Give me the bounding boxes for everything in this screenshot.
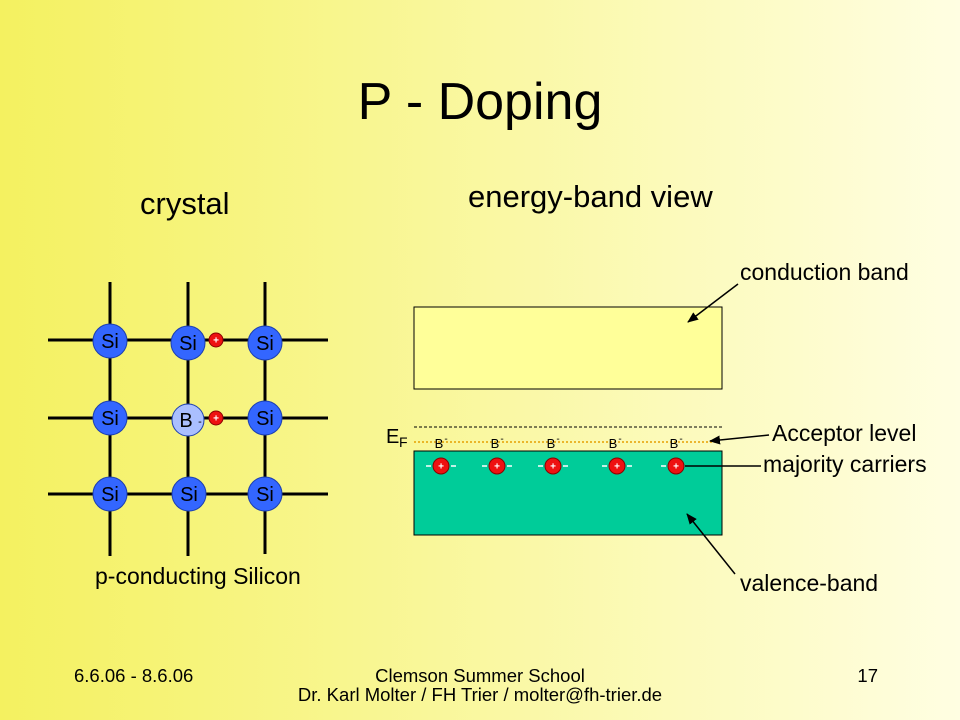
- band-view-heading: energy-band view: [468, 179, 713, 214]
- atom-circle: [247, 400, 283, 436]
- atom-label: Si: [101, 484, 119, 506]
- hole-sign: +: [438, 462, 444, 473]
- majority-carrier-holes: + + + + +: [426, 457, 685, 475]
- hole: +: [208, 332, 224, 348]
- hole-circle: [544, 457, 562, 475]
- acceptor-symbol: B: [670, 436, 679, 451]
- hole: +: [426, 457, 456, 475]
- atom-circle: [171, 403, 205, 437]
- silicon-atom: Si: [247, 400, 283, 436]
- atom-circle: [92, 400, 128, 436]
- hole-circle: [488, 457, 506, 475]
- atom-circle: [170, 325, 206, 361]
- hole-circle: [208, 332, 224, 348]
- atom-label: Si: [256, 408, 274, 430]
- valence-band-arrow: [686, 513, 736, 575]
- silicon-atom: Si: [92, 323, 128, 359]
- majority-carriers-label: majority carriers: [763, 451, 927, 477]
- atom-circle: [247, 325, 283, 361]
- conduction-band-arrow: [687, 283, 739, 323]
- hole-circle: [208, 410, 224, 426]
- silicon-atom: Si: [170, 325, 206, 361]
- crystal-atoms: Si Si Si Si B - Si Si S: [92, 323, 283, 512]
- fermi-symbol: E: [386, 426, 399, 448]
- hole: +: [538, 457, 568, 475]
- acceptor-charge: -: [618, 434, 621, 445]
- acceptor-charge: -: [500, 434, 503, 445]
- fermi-level-label: E F: [386, 426, 408, 450]
- slide-title: P - Doping: [358, 73, 603, 131]
- acceptor-symbol: B: [609, 436, 618, 451]
- hole-sign: +: [673, 462, 679, 473]
- atom-label: Si: [180, 484, 198, 506]
- fermi-subscript: F: [399, 434, 408, 450]
- hole: +: [482, 457, 512, 475]
- atom-label: Si: [256, 484, 274, 506]
- acceptor-atom: B -: [435, 434, 448, 451]
- silicon-atom: Si: [247, 325, 283, 361]
- atom-circle: [247, 476, 283, 512]
- atom-circle: [92, 323, 128, 359]
- dopant-charge-sign: -: [198, 416, 202, 428]
- conduction-band-label: conduction band: [740, 259, 909, 285]
- boron-atom: B -: [171, 403, 205, 437]
- hole: +: [661, 457, 685, 475]
- conduction-band-rect: [413, 306, 723, 390]
- hole-circle: [432, 457, 450, 475]
- atom-circle: [171, 476, 207, 512]
- silicon-atom: Si: [171, 476, 207, 512]
- atom-label: Si: [101, 408, 119, 430]
- acceptor-charge: -: [556, 434, 559, 445]
- atom-label: Si: [179, 333, 197, 355]
- hole-sign: +: [213, 336, 219, 347]
- footer-date: 6.6.06 - 8.6.06: [74, 665, 193, 686]
- hole-sign: +: [213, 414, 219, 425]
- acceptor-atoms: B - B - B - B - B -: [435, 434, 683, 451]
- acceptor-symbol: B: [547, 436, 556, 451]
- silicon-atom: Si: [92, 476, 128, 512]
- acceptor-atom: B -: [547, 434, 560, 451]
- slide-footer: 6.6.06 - 8.6.06 Clemson Summer School Dr…: [74, 665, 878, 705]
- atom-label: Si: [101, 331, 119, 353]
- crystal-caption: p-conducting Silicon: [95, 563, 301, 589]
- silicon-atom: Si: [92, 400, 128, 436]
- acceptor-level-arrow: [709, 434, 770, 445]
- footer-author: Dr. Karl Molter / FH Trier / molter@fh-t…: [298, 684, 662, 705]
- valence-band-label: valence-band: [740, 570, 878, 596]
- hole-circle: [667, 457, 685, 475]
- footer-page-number: 17: [857, 665, 878, 686]
- footer-event: Clemson Summer School: [375, 665, 585, 686]
- atom-label: B: [179, 410, 192, 432]
- acceptor-level-label: Acceptor level: [772, 420, 916, 446]
- atom-circle: [92, 476, 128, 512]
- acceptor-atom: B -: [609, 434, 622, 451]
- hole: +: [602, 457, 632, 475]
- acceptor-charge: -: [444, 434, 447, 445]
- hole-sign: +: [614, 462, 620, 473]
- hole-circle: [608, 457, 626, 475]
- hole-sign: +: [494, 462, 500, 473]
- acceptor-symbol: B: [435, 436, 444, 451]
- atom-label: Si: [256, 333, 274, 355]
- silicon-atom: Si: [247, 476, 283, 512]
- acceptor-atom: B -: [670, 434, 683, 451]
- acceptor-charge: -: [679, 434, 682, 445]
- hole-sign: +: [550, 462, 556, 473]
- hole: +: [208, 410, 224, 426]
- acceptor-atom: B -: [491, 434, 504, 451]
- crystal-heading: crystal: [140, 186, 230, 221]
- acceptor-symbol: B: [491, 436, 500, 451]
- crystal-holes: + +: [208, 332, 224, 426]
